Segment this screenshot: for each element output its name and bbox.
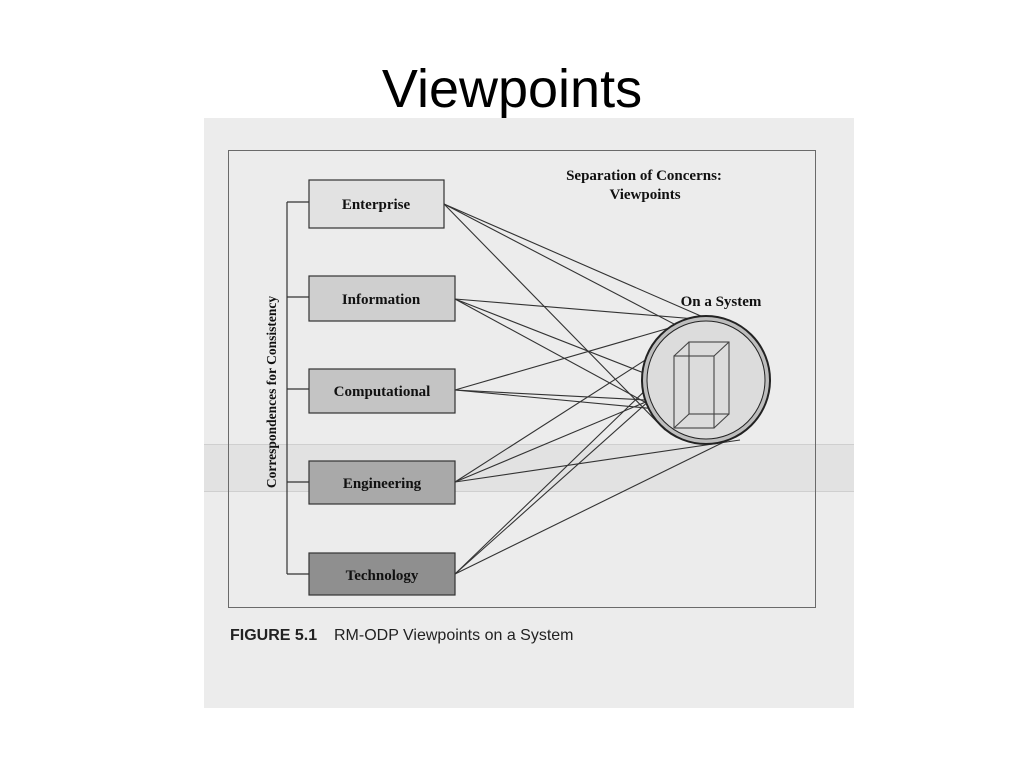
viewpoint-label-information: Information (342, 292, 421, 308)
connector-technology-3 (454, 439, 729, 575)
connector-information-1 (454, 298, 709, 321)
connector-engineering-3 (454, 439, 741, 483)
viewpoint-box-technology-rect (308, 552, 456, 596)
viewpoint-label-enterprise: Enterprise (342, 197, 411, 213)
viewpoint-label-technology: Technology (346, 568, 419, 584)
viewpoint-box-information: Information (308, 275, 456, 322)
viewpoint-box-engineering: Engineering (308, 460, 456, 505)
viewpoint-box-engineering-rect (308, 460, 456, 505)
viewpoint-box-computational: Computational (308, 368, 456, 414)
connector-computational-2 (454, 389, 647, 401)
diagram-heading-line2: Viewpoints (609, 187, 680, 203)
connector-technology-2 (454, 399, 651, 575)
figure-caption: RM-ODP Viewpoints on a System (334, 627, 574, 644)
system-cube-icon (673, 341, 730, 429)
viewpoint-box-information-rect (308, 275, 456, 322)
viewpoint-box-computational-rect (308, 368, 456, 414)
viewpoint-label-computational: Computational (334, 384, 431, 400)
figure-number: FIGURE 5.1 (230, 627, 318, 644)
connector-computational-1 (454, 321, 691, 391)
system-label: On a System (681, 294, 762, 310)
viewpoint-label-engineering: Engineering (343, 476, 422, 492)
correspondence-bracket (286, 201, 309, 575)
connector-engineering-2 (454, 395, 661, 483)
system-circle (641, 315, 771, 445)
connector-information-2 (454, 298, 645, 374)
connector-enterprise-2 (443, 203, 666, 431)
diagram-heading-line1: Separation of Concerns: (566, 168, 722, 184)
viewpoint-box-technology: Technology (308, 552, 456, 596)
figure-frame (228, 150, 816, 608)
correspondence-label: Correspondences for Consistency (264, 296, 279, 488)
connector-enterprise-1 (443, 203, 711, 321)
viewpoint-box-enterprise: Enterprise (308, 179, 445, 229)
viewpoint-box-enterprise-rect (308, 179, 445, 229)
slide-title: Viewpoints (381, 59, 643, 119)
